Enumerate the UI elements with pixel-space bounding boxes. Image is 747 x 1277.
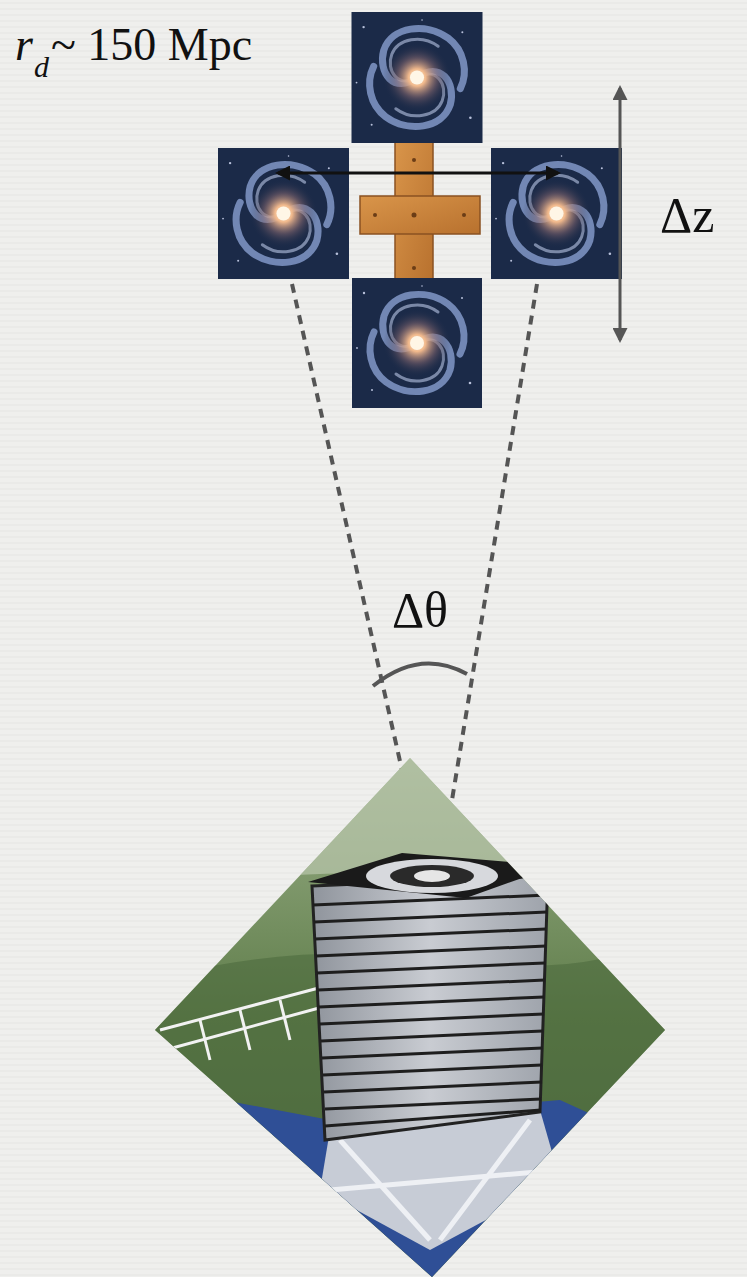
angle-arc — [373, 663, 467, 686]
galaxy-right — [491, 148, 622, 279]
galaxy-bottom — [352, 278, 482, 408]
galaxy-top — [352, 12, 483, 143]
distance-symbol: r — [15, 22, 33, 68]
distance-value: ~ 150 Mpc — [51, 22, 252, 68]
distance-subscript: d — [34, 52, 49, 82]
redshift-label: Δz — [660, 190, 714, 240]
galaxy-left — [218, 148, 349, 279]
redshift-arrow — [619, 88, 622, 340]
wooden-cross — [360, 140, 480, 282]
angle-label: Δθ — [392, 585, 448, 635]
separation-arrow — [278, 172, 558, 175]
galaxy-images — [218, 12, 622, 408]
telescope-photo — [150, 755, 670, 1277]
